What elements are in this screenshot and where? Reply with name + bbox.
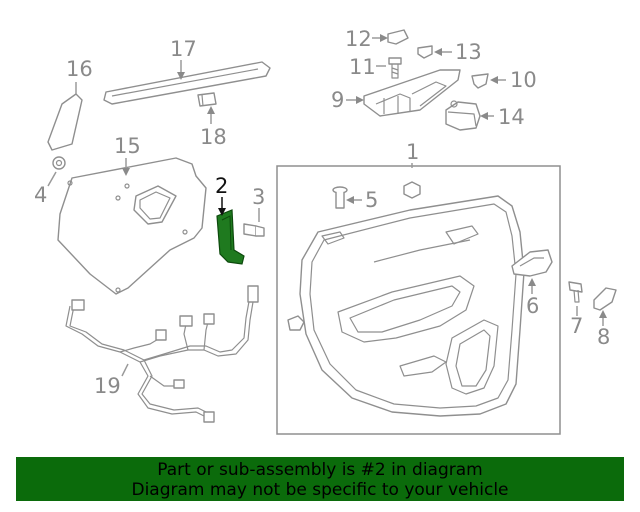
callout-9-label: 9 (331, 88, 344, 112)
callout-8: 8 (597, 310, 610, 349)
part-17-trim-rail (103, 61, 271, 105)
callout-4-label: 4 (34, 183, 47, 207)
callout-19: 19 (94, 363, 129, 398)
callout-16-label: 16 (66, 57, 93, 81)
banner-line-2: Diagram may not be specific to your vehi… (131, 480, 509, 500)
callout-12: 12 (345, 27, 388, 51)
callout-1: 1 (406, 140, 419, 168)
part-9-switch-bezel (363, 69, 461, 117)
callout-6: 6 (526, 278, 539, 318)
callout-7: 7 (570, 306, 583, 338)
part-11-screw (388, 57, 402, 79)
part-16-pillar-trim (47, 93, 83, 151)
callout-2-label: 2 (215, 174, 228, 198)
callout-6-label: 6 (526, 294, 539, 318)
callout-12-label: 12 (345, 27, 372, 51)
callout-3: 3 (252, 185, 265, 222)
part-13-clip (417, 45, 433, 59)
callout-15-label: 15 (114, 134, 141, 158)
callout-17-label: 17 (170, 37, 197, 61)
part-6-handle-bracket (511, 249, 553, 277)
part-18-clip (197, 92, 217, 107)
part-19-wiring-harness (65, 285, 259, 423)
callout-16: 16 (66, 57, 93, 94)
banner-line-1: Part or sub-assembly is #2 in diagram (157, 460, 483, 480)
callout-19-label: 19 (94, 374, 121, 398)
part-3-bolt (243, 223, 265, 237)
callout-11: 11 (349, 55, 386, 79)
callout-18-label: 18 (200, 125, 227, 149)
callout-17: 17 (170, 37, 197, 80)
part-14-switch-module (445, 100, 481, 131)
callout-4: 4 (34, 171, 57, 207)
callout-2: 2 (215, 174, 228, 216)
callout-10-label: 10 (510, 68, 537, 92)
part-15-deflector-panel (57, 157, 207, 295)
part-2-bracket-highlighted (216, 209, 245, 265)
part-1-door-trim-panel (276, 165, 561, 435)
callout-1-label: 1 (406, 140, 419, 164)
callout-15: 15 (114, 134, 141, 176)
callout-7-label: 7 (570, 314, 583, 338)
callout-3-label: 3 (252, 185, 265, 209)
callout-18: 18 (200, 106, 227, 149)
callout-11-label: 11 (349, 55, 376, 79)
callout-13: 13 (434, 40, 482, 64)
callout-13-label: 13 (455, 40, 482, 64)
part-7-screw (568, 281, 583, 303)
part-4-nut (52, 156, 66, 170)
part-5-push-clip (332, 186, 348, 209)
callout-5-label: 5 (365, 188, 378, 212)
callout-10: 10 (490, 68, 537, 92)
callout-5: 5 (346, 188, 378, 212)
part-12-clip (387, 29, 409, 45)
callout-14: 14 (480, 105, 525, 129)
callout-14-label: 14 (498, 105, 525, 129)
part-8-cover-cap (593, 287, 617, 311)
info-banner: Part or sub-assembly is #2 in diagram Di… (16, 457, 624, 501)
part-10-clip (471, 73, 489, 89)
callout-8-label: 8 (597, 325, 610, 349)
callout-9: 9 (331, 88, 364, 112)
